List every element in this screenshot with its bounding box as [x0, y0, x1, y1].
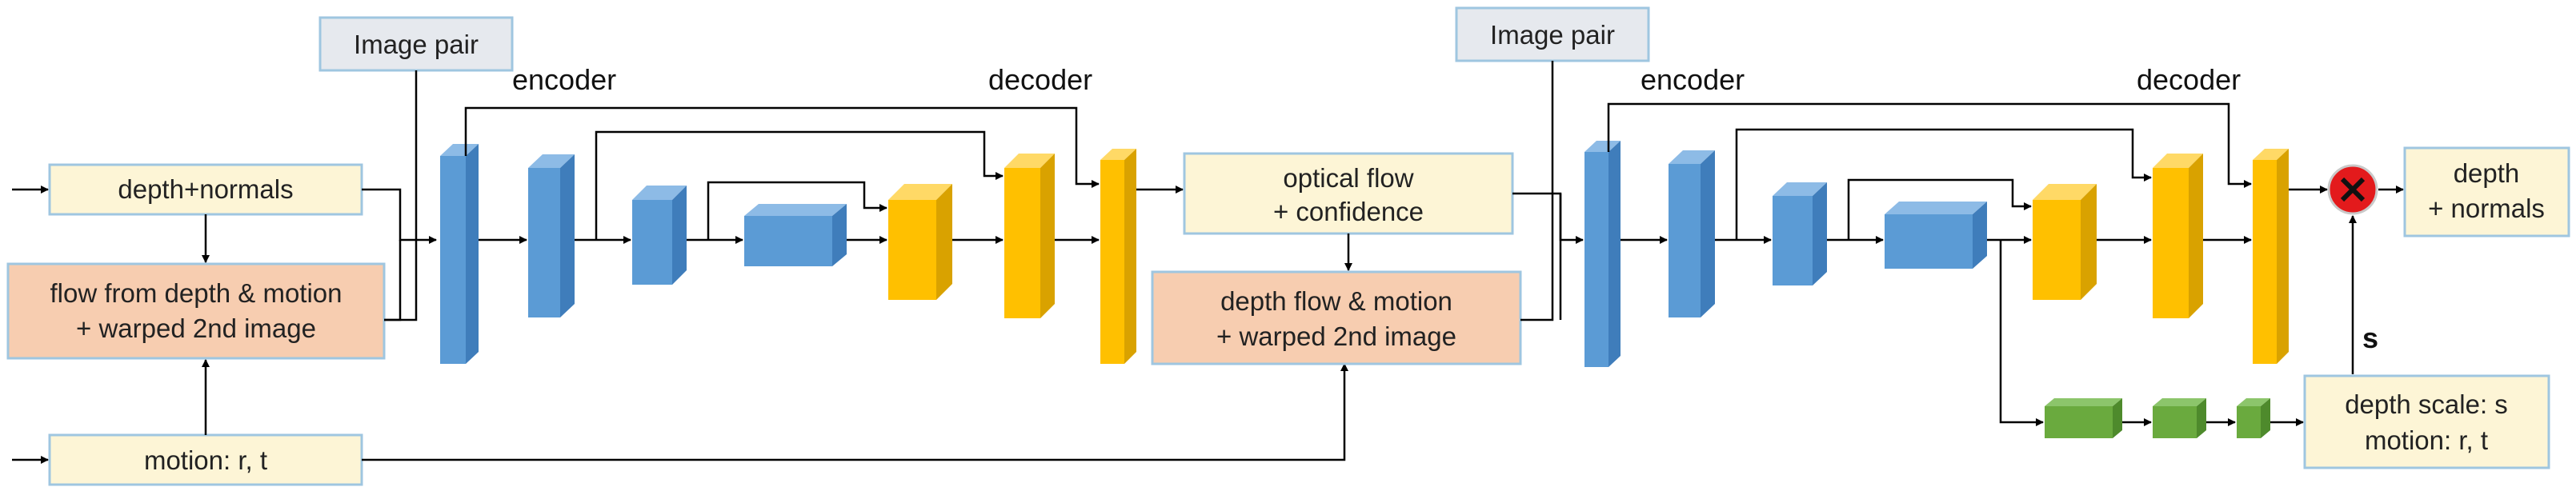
stage1-network-arrows: [464, 106, 1184, 244]
stage1-flow-box: flow from depth & motion + warped 2nd im…: [6, 262, 386, 360]
stage1-network: [440, 144, 1136, 364]
stage1-decoder-block-3: [1100, 149, 1136, 364]
stage1-encoder-block-3: [632, 186, 687, 285]
stage2-encoder-label: encoder: [1641, 63, 1745, 96]
scale-symbol-label: s: [2362, 321, 2378, 354]
stage1-decoder-block-2: [1004, 154, 1055, 318]
stage2-output-line2: + normals: [2428, 194, 2545, 223]
stage2-depth-flow-box: depth flow & motion + warped 2nd image: [1151, 270, 1522, 365]
stage1-image-pair: Image pair: [318, 16, 514, 72]
stage2-decoder-block-2: [2153, 154, 2203, 318]
stage2-connectors: [1344, 61, 1584, 321]
stage1-depth-normals-box: depth+normals: [48, 163, 363, 216]
stage1-motion-box: motion: r, t: [48, 433, 363, 486]
stage2-decoder-label: decoder: [2137, 63, 2241, 96]
stage1-connectors: [12, 70, 1348, 464]
stage2-fc-block-1: [2045, 398, 2122, 438]
stage2-image-pair-label: Image pair: [1490, 20, 1615, 50]
stage2-scale-line1: depth scale: s: [2345, 389, 2508, 419]
stage1-image-pair-label: Image pair: [354, 30, 479, 59]
stage2-depth-flow-line2: + warped 2nd image: [1216, 321, 1456, 351]
stage2-encoder-block-2: [1669, 150, 1715, 317]
stage2-scale-box: depth scale: s motion: r, t: [2303, 374, 2550, 469]
stage2-output-line1: depth: [2454, 158, 2520, 188]
stage2-scale-line2: motion: r, t: [2365, 425, 2488, 455]
stage2-encoder-block-3: [1773, 182, 1827, 285]
stage1-flow-line1: flow from depth & motion: [50, 278, 343, 308]
stage2-decoder-block-1: [2033, 184, 2097, 300]
stage2-encoder-block-1: [1584, 141, 1621, 367]
stage1-decoder-label: decoder: [988, 63, 1092, 96]
stage2-network-arrows: [1607, 102, 2404, 426]
stage1-depth-normals-label: depth+normals: [118, 174, 293, 204]
stage1-motion-label: motion: r, t: [144, 445, 267, 475]
stage1-encoder-block-1: [440, 144, 479, 364]
stage2-optical-flow-line1: optical flow: [1283, 163, 1413, 193]
stage2-encoder-block-4: [1885, 202, 1987, 269]
stage1-encoder-block-4: [744, 204, 847, 266]
stage1-encoder-label: encoder: [512, 63, 616, 96]
stage2-output-box: depth + normals: [2403, 146, 2570, 238]
stage2-fc-block-3: [2237, 398, 2270, 438]
stage2-image-pair: Image pair: [1455, 6, 1650, 62]
stage2-optical-flow-line2: + confidence: [1273, 197, 1424, 226]
stage2-depth-flow-line1: depth flow & motion: [1220, 286, 1452, 316]
stage1-decoder-block-1: [888, 184, 952, 300]
stage2-network: [1584, 141, 2289, 438]
stage2-fc-block-2: [2153, 398, 2206, 438]
stage1-encoder-block-2: [528, 154, 575, 317]
stage2-decoder-block-3: [2253, 149, 2289, 364]
multiply-icon: [2327, 164, 2378, 215]
stage2-optical-flow-box: optical flow + confidence: [1183, 152, 1514, 235]
stage1-flow-line2: + warped 2nd image: [76, 313, 316, 343]
